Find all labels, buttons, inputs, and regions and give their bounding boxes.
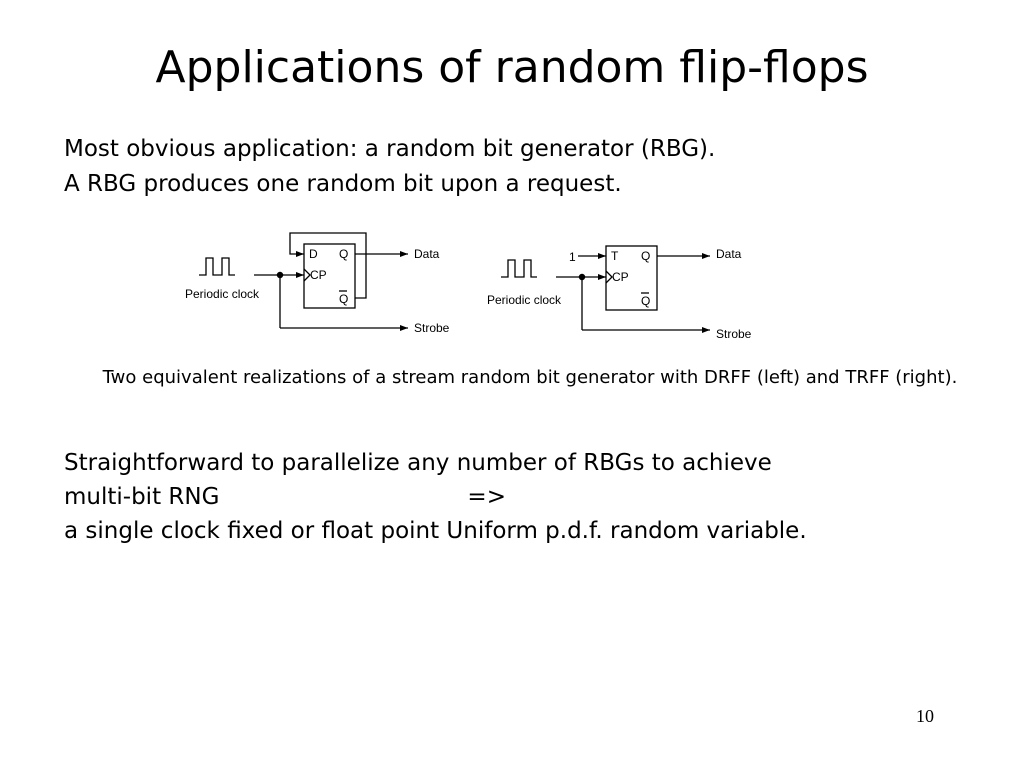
parallelize-text: Straightforward to parallelize any numbe… (64, 446, 807, 548)
right-cp-pin: CP (612, 270, 629, 284)
left-q-pin: Q (339, 247, 348, 261)
intro-line-2: A RBG produces one random bit upon a req… (64, 171, 622, 197)
right-clock-label: Periodic clock (487, 293, 562, 307)
right-qbar-pin: Q (641, 294, 650, 308)
drff-box (303, 243, 356, 309)
left-clock-waveform (199, 257, 235, 276)
left-clock-label: Periodic clock (185, 287, 260, 301)
left-cp-pin: CP (310, 268, 327, 282)
right-clock-triangle (605, 270, 613, 284)
page-number: 10 (916, 706, 934, 726)
intro-line-1: Most obvious application: a random bit g… (64, 136, 716, 162)
implies-arrow: => (467, 484, 506, 510)
drff-circuit (199, 232, 408, 331)
slide-title: Applications of random flip-flops (155, 42, 869, 93)
para-line-1: Straightforward to parallelize any numbe… (64, 450, 772, 476)
left-clock-triangle (303, 268, 311, 282)
intro-text: Most obvious application: a random bit g… (64, 132, 715, 202)
left-strobe-label: Strobe (414, 321, 450, 335)
left-feedback-wire (289, 232, 367, 299)
rbg-circuit-diagram: Periodic clock D CP Q Q Data Strobe 1 Pe… (185, 232, 752, 341)
left-qbar-pin: Q (339, 292, 348, 306)
trff-circuit (501, 245, 710, 333)
right-data-label: Data (716, 247, 742, 261)
right-const-input: 1 (569, 250, 576, 264)
para-line-3: a single clock fixed or float point Unif… (64, 518, 807, 544)
para-line-2: multi-bit RNG => (64, 480, 807, 514)
right-strobe-label: Strobe (716, 327, 752, 341)
left-d-pin: D (309, 247, 318, 261)
figure-caption: Two equivalent realizations of a stream … (102, 367, 958, 388)
right-clock-waveform (501, 259, 537, 278)
left-data-label: Data (414, 247, 440, 261)
right-t-pin: T (611, 249, 619, 263)
para-line-2-text: multi-bit RNG (64, 484, 220, 510)
right-q-pin: Q (641, 249, 650, 263)
trff-box (605, 245, 658, 311)
